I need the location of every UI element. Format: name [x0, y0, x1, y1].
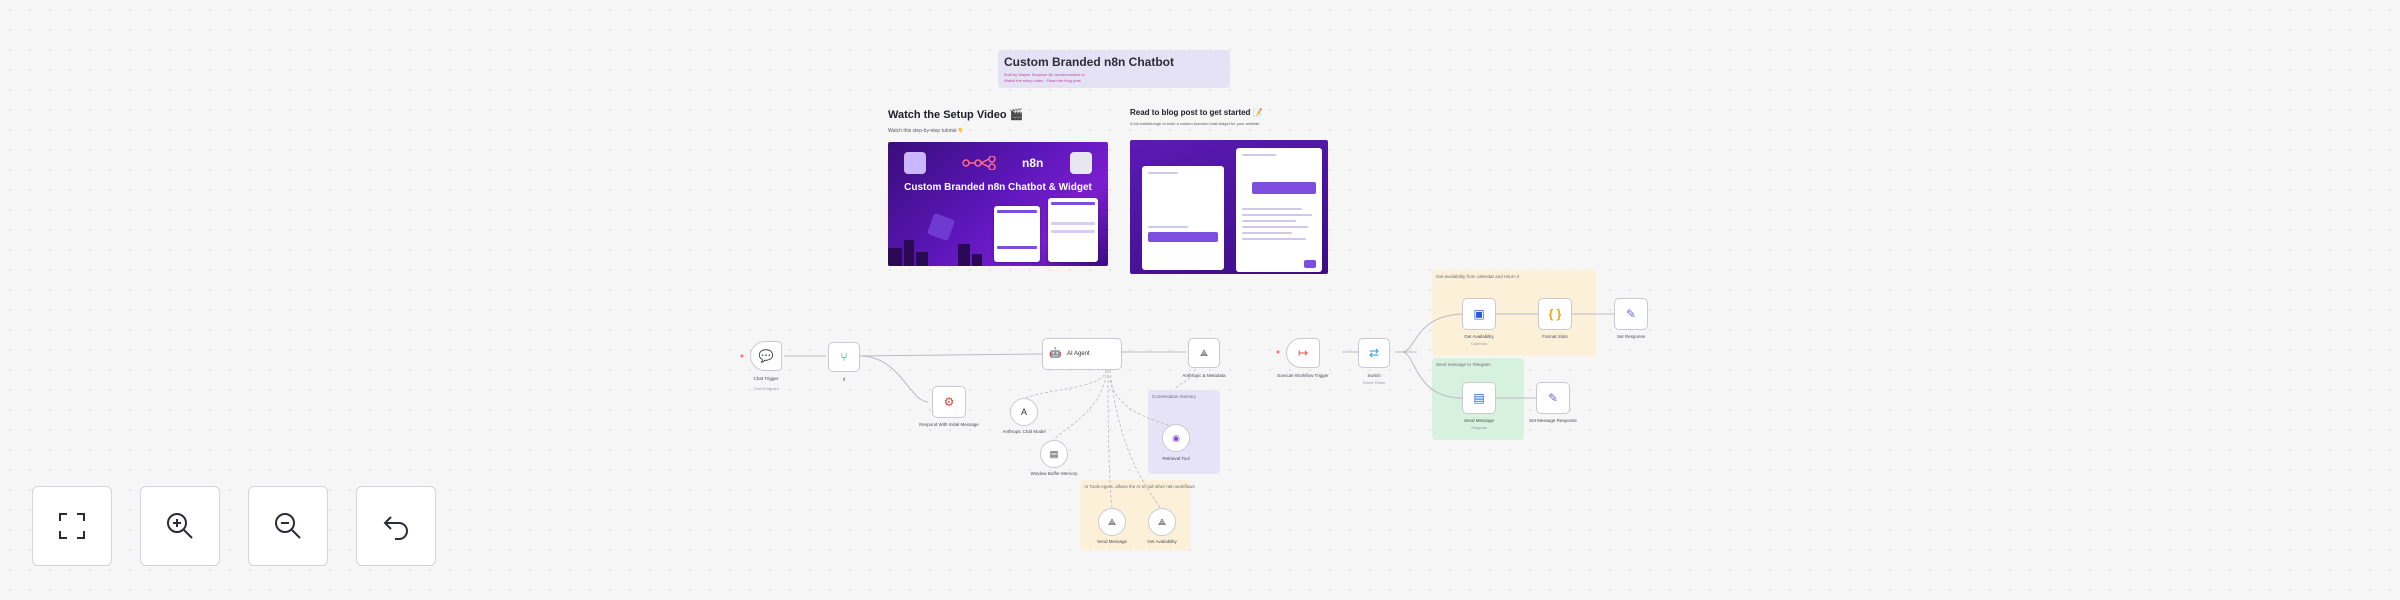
chat-window-mock-2: [1236, 148, 1322, 272]
robot-icon: 🤖: [1049, 348, 1062, 359]
chat-widget-mock-2: [1048, 198, 1098, 262]
set-response-label: Set Response: [1616, 334, 1646, 339]
tools-note-text: AI Tools Agent, allows the AI to call ot…: [1084, 484, 1195, 489]
send-message-node[interactable]: ▤: [1462, 382, 1496, 414]
switch-sub: Route Rules: [1362, 380, 1386, 385]
notion-logo: [1070, 152, 1092, 174]
video-headline: Custom Branded n8n Chatbot & Widget: [904, 182, 1092, 193]
chat-trigger-node[interactable]: 💬: [750, 341, 782, 371]
workflow-title: Custom Branded n8n Chatbot: [1004, 55, 1174, 69]
title-note-line-2: Watch the setup video · Read the blog po…: [1004, 78, 1081, 83]
set-response-node[interactable]: ✎: [1614, 298, 1648, 330]
database-icon: ◉: [1172, 433, 1180, 443]
blog-section-title: Read to blog post to get started 📝: [1130, 108, 1263, 117]
execute-trigger-node[interactable]: ↦: [1286, 338, 1320, 368]
n8n-logo-icon: [962, 156, 996, 170]
retrieval-tool-node[interactable]: ◉: [1162, 424, 1190, 452]
presenter-avatar: [904, 152, 926, 174]
get-availability-sub: Calendar: [1470, 341, 1488, 346]
get-availability-label: Get Availability: [1464, 334, 1494, 339]
send-note-text: Send message to Telegram: [1436, 362, 1491, 367]
if-label: If: [842, 377, 846, 382]
send-message-label: Send Message: [1463, 418, 1495, 423]
video-section-subtitle: Watch this step-by-step tutorial 👇: [888, 128, 965, 134]
switch-node[interactable]: ⇄: [1358, 338, 1390, 368]
window-memory-label: Window Buffer Memory: [1030, 471, 1078, 476]
set-message-response-label: Set Message Response: [1529, 418, 1577, 423]
ai-agent-node[interactable]: 🤖 AI Agent: [1042, 338, 1122, 370]
tool-send-message-node[interactable]: ⟁: [1098, 508, 1126, 536]
tool-get-availability-label: Get Availability: [1147, 539, 1177, 544]
execute-icon: ↦: [1297, 346, 1309, 360]
retrieval-tool-label: Retrieval Tool: [1162, 456, 1190, 461]
workflow-tool-icon: ⟁: [1107, 517, 1117, 527]
anthropic-metadata-label: Anthropic & Metadata: [1182, 373, 1226, 378]
ai-agent-label: AI Agent: [1067, 351, 1090, 357]
window-memory-node[interactable]: ▤: [1040, 440, 1068, 468]
anthropic-metadata-node[interactable]: ⟁: [1188, 338, 1220, 368]
branch-icon: ⑂: [840, 350, 848, 364]
memory-icon: ▤: [1049, 449, 1059, 459]
fit-view-button[interactable]: [32, 486, 112, 566]
respond-label: Respond With Initial Message: [919, 422, 979, 427]
anthropic-icon-2: ⟁: [1199, 348, 1209, 358]
workflow-tool-icon-2: ⟁: [1157, 517, 1167, 527]
switch-label: Switch: [1367, 373, 1381, 378]
chat-window-mock-1: [1142, 166, 1224, 270]
zoom-out-button[interactable]: [248, 486, 328, 566]
setup-video-thumbnail[interactable]: n8n Custom Branded n8n Chatbot & Widget: [888, 142, 1108, 266]
undo-icon: [383, 516, 408, 540]
title-sticky-note[interactable]: Custom Branded n8n Chatbot Built by Wayn…: [998, 50, 1230, 88]
blog-section-subtitle: A full walkthrough to build a custom bra…: [1130, 121, 1260, 126]
execute-trigger-label: Execute Workflow Trigger: [1277, 373, 1329, 378]
anthropic-model-node[interactable]: A: [1010, 398, 1038, 426]
zoom-out-icon: [275, 513, 301, 539]
pencil-icon: ✎: [1625, 307, 1637, 321]
message-icon: ▤: [1473, 391, 1485, 405]
respond-node[interactable]: ⚙: [932, 386, 966, 418]
calendar-icon: ▣: [1473, 307, 1485, 321]
get-availability-node[interactable]: ▣: [1462, 298, 1496, 330]
blog-post-thumbnail[interactable]: [1130, 140, 1328, 274]
format-slots-node[interactable]: { }: [1538, 298, 1572, 330]
title-note-line-1: Built by Wayne Simpson @ nocodecreative.…: [1004, 72, 1085, 77]
anthropic-icon: A: [1020, 407, 1027, 417]
set-message-response-node[interactable]: ✎: [1536, 382, 1570, 414]
zoom-in-icon: [167, 513, 193, 539]
chat-trigger-label: Chat Trigger: [753, 376, 779, 381]
format-slots-label: Format Slots: [1542, 334, 1568, 339]
fit-view-icon: [59, 513, 85, 539]
zoom-in-button[interactable]: [140, 486, 220, 566]
reset-zoom-button[interactable]: [356, 486, 436, 566]
n8n-wordmark: n8n: [1022, 156, 1044, 170]
tool-get-availability-node[interactable]: ⟁: [1148, 508, 1176, 536]
chat-widget-mock-1: [994, 206, 1040, 262]
tool-send-message-label: Send Message: [1096, 539, 1128, 544]
memory-note-text: Conversation memory: [1152, 394, 1197, 399]
send-message-sub: Telegram: [1470, 425, 1488, 430]
respond-icon: ⚙: [943, 395, 955, 409]
chat-trigger-sub: Chat Endpoint: [753, 386, 779, 391]
switch-icon: ⇄: [1368, 346, 1380, 360]
code-icon: { }: [1548, 307, 1562, 321]
video-section-title: Watch the Setup Video 🎬: [888, 109, 1024, 121]
if-node[interactable]: ⑂: [828, 342, 860, 372]
pencil-icon-2: ✎: [1547, 391, 1559, 405]
anthropic-model-label: Anthropic Chat Model: [1002, 429, 1046, 434]
chat-bubble-icon: 💬: [758, 349, 774, 363]
availability-note-text: Get availability from calendar and retur…: [1436, 274, 1520, 279]
